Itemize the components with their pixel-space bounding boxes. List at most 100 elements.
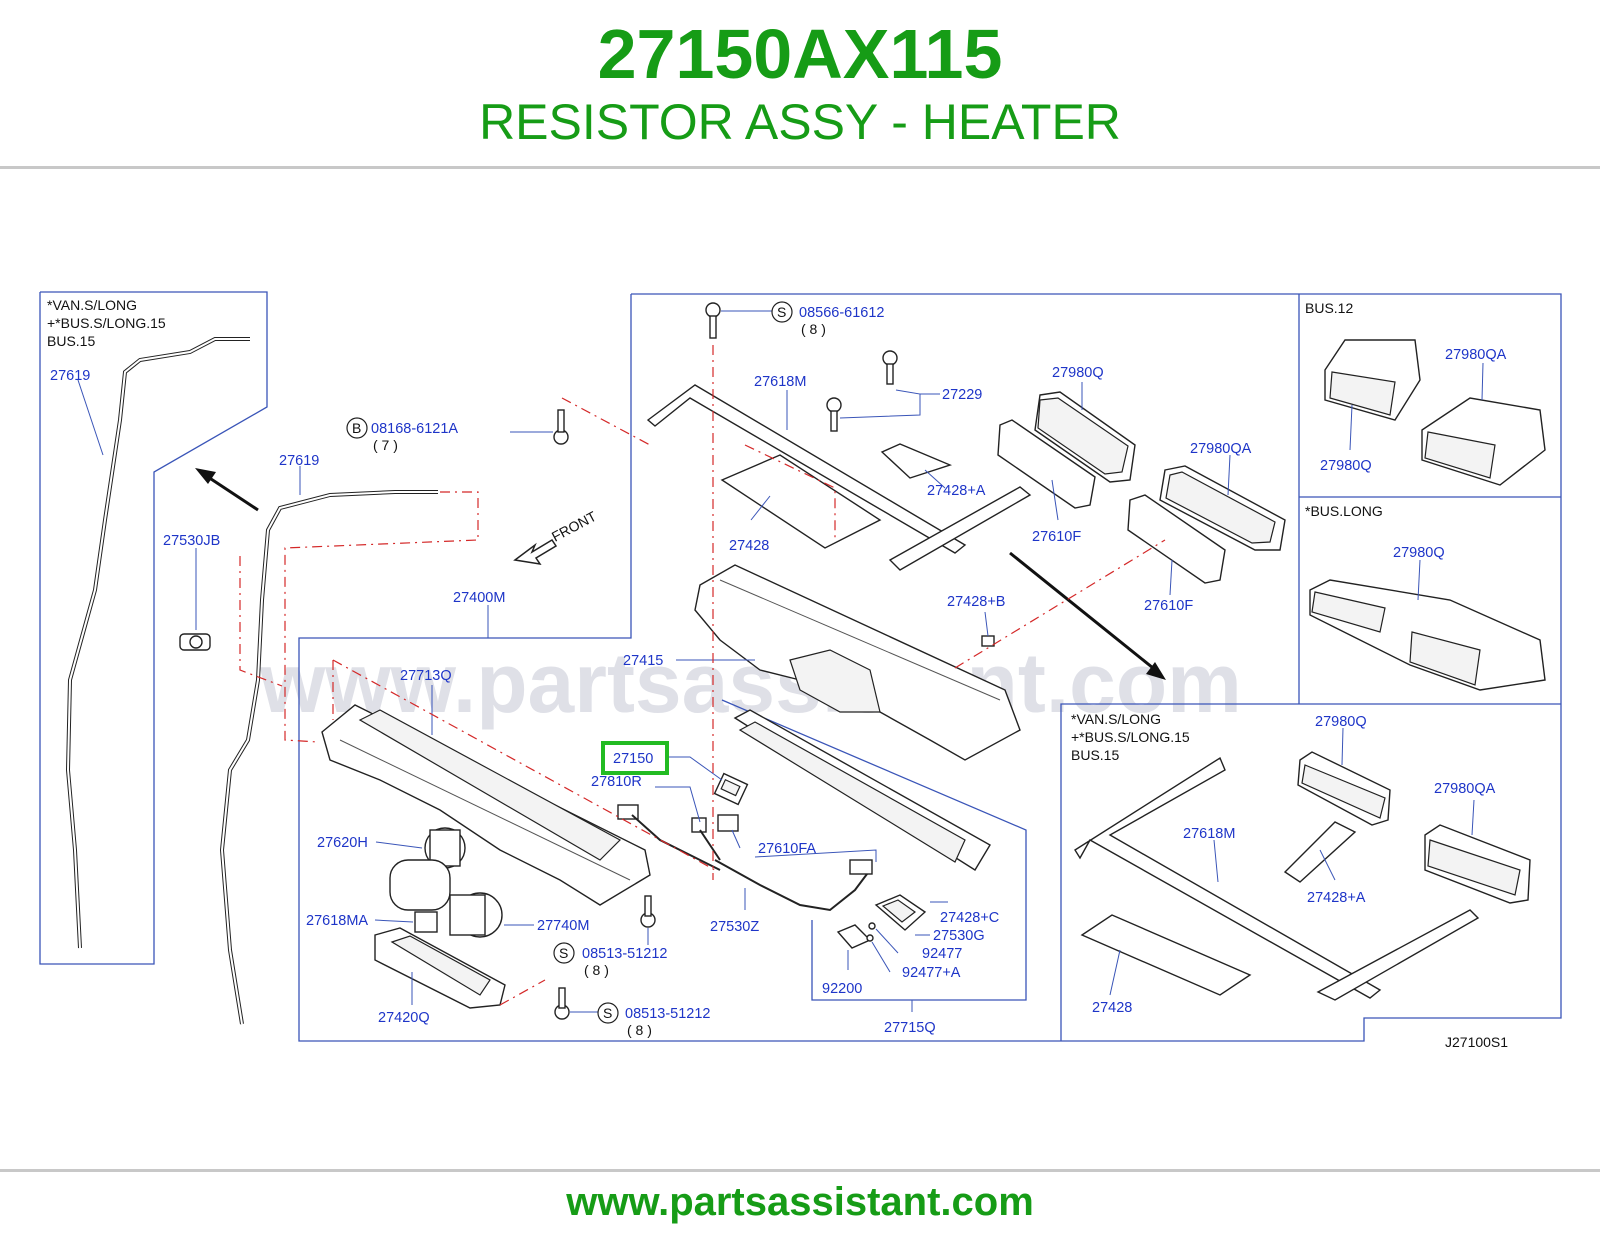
- duct-bus-long: [1309, 579, 1546, 691]
- label-27428c: 27428+C: [940, 910, 999, 926]
- label-27610fa: 27610FA: [758, 841, 816, 857]
- label-27618ma: 27618MA: [306, 913, 368, 929]
- hose-clip-27530jb: [179, 633, 211, 651]
- label-27713q: 27713Q: [400, 668, 452, 684]
- heater-case-upper-27415: [694, 564, 1021, 761]
- bracket-27428a: [880, 443, 953, 479]
- resistor-27150-icon: [713, 772, 749, 806]
- label-08513b: 08513-51212: [625, 1006, 710, 1022]
- label-08513a: 08513-51212: [582, 946, 667, 962]
- label-27610f-a: 27610F: [1032, 529, 1081, 545]
- duct-bus12-qa: [1421, 397, 1546, 486]
- o-ring-92477: [868, 922, 876, 930]
- label-27428b: 27428+B: [947, 594, 1005, 610]
- label-27810r: 27810R: [591, 774, 642, 790]
- label-27428a-b: 27428+A: [1307, 890, 1366, 906]
- leader-27428b: [984, 611, 989, 637]
- bracket-27428a-right: [1283, 821, 1357, 883]
- label-qty-7: ( 7 ): [373, 437, 398, 453]
- ref-line-e: [332, 659, 716, 871]
- label-27428: 27428: [729, 538, 769, 554]
- leader-92477a: [871, 941, 891, 973]
- ref-line-i: [499, 979, 546, 1006]
- label-27420q: 27420Q: [378, 1010, 430, 1026]
- label-qty-8a: ( 8 ): [801, 321, 826, 337]
- label-08566: 08566-61612: [799, 305, 884, 321]
- gasket-27610f-upper: [997, 419, 1096, 509]
- leader-27428a-b: [1319, 849, 1336, 881]
- label-92477a: 92477+A: [902, 965, 961, 981]
- label-92200: 92200: [822, 981, 862, 997]
- arrow-to-left-variant: [204, 473, 259, 512]
- label-qty-8b: ( 8 ): [584, 962, 609, 978]
- note-right-line3: BUS.15: [1071, 747, 1119, 763]
- leader-27619a: [77, 379, 104, 456]
- label-27530jb: 27530JB: [163, 533, 220, 549]
- bracket-lower: [888, 486, 1032, 571]
- note-left-line1: *VAN.S/LONG: [47, 297, 137, 313]
- note-bus12: BUS.12: [1305, 300, 1353, 316]
- label-27530z: 27530Z: [710, 919, 759, 935]
- leader-27980q-b: [1341, 727, 1344, 766]
- leader-27810r: [655, 786, 701, 823]
- label-27620h: 27620H: [317, 835, 368, 851]
- note-left-line2: +*BUS.S/LONG.15: [47, 315, 166, 331]
- label-27980qa-b: 27980QA: [1434, 781, 1496, 797]
- bracket-27428-right: [1080, 914, 1252, 996]
- ref-line-g: [744, 444, 836, 540]
- evaporator-box: [721, 699, 1027, 1001]
- bracket-lower-right: [1316, 909, 1480, 1001]
- leader-27980qa-a: [1227, 454, 1231, 496]
- duct-27980qa-upper: [1159, 465, 1286, 551]
- label-27980qa-c: 27980QA: [1445, 347, 1507, 363]
- label-27229: 27229: [942, 387, 982, 403]
- bracket-27618m-right: [1074, 756, 1382, 999]
- leader-27150: [669, 756, 723, 781]
- footer-divider: [0, 1169, 1600, 1172]
- label-27150[interactable]: 27150: [613, 751, 653, 767]
- symbol-b: B: [352, 420, 361, 436]
- svg-text:FRONT: FRONT: [549, 508, 599, 545]
- leader-27980q-d: [1417, 559, 1421, 601]
- label-27980q-b: 27980Q: [1315, 714, 1367, 730]
- label-27428a: 27428+A: [927, 483, 986, 499]
- note-left-line3: BUS.15: [47, 333, 95, 349]
- right-variant-box: [1060, 703, 1561, 1041]
- arrow-to-right-variant: [1009, 551, 1159, 674]
- label-27980qa-a: 27980QA: [1190, 441, 1252, 457]
- harness-27530z: [714, 859, 871, 912]
- leader-27428a: [924, 469, 946, 489]
- bracket-27428b: [981, 635, 995, 647]
- leader-27980qa-c: [1481, 362, 1484, 401]
- evaporator-core-27715q: [733, 709, 991, 871]
- symbol-s-c: S: [603, 1005, 612, 1021]
- heater-case-lower-27713q: [321, 704, 651, 906]
- label-27715q: 27715Q: [884, 1020, 936, 1036]
- label-27400m: 27400M: [453, 590, 505, 606]
- note-bus-long: *BUS.LONG: [1305, 503, 1383, 519]
- part-name-subtitle: RESISTOR ASSY - HEATER: [479, 94, 1121, 150]
- label-27610f-b: 27610F: [1144, 598, 1193, 614]
- note-right-line2: +*BUS.S/LONG.15: [1071, 729, 1190, 745]
- leader-27610fa: [731, 829, 741, 849]
- screw-27229b-icon: [826, 397, 842, 432]
- leader-27428-b: [1109, 949, 1121, 996]
- label-27618m-b: 27618M: [1183, 826, 1235, 842]
- duct-bus12-q: [1324, 339, 1421, 421]
- page-header: 27150AX115 RESISTOR ASSY - HEATER: [0, 0, 1600, 168]
- footer-url-link[interactable]: www.partsassistant.com: [566, 1180, 1034, 1224]
- leader-27618ma: [374, 919, 414, 923]
- highlight-27150[interactable]: [601, 741, 669, 775]
- label-27740m: 27740M: [537, 918, 589, 934]
- bracket-27618m: [646, 384, 967, 554]
- main-assembly-box: [298, 293, 1562, 1042]
- ref-line-b: [284, 491, 479, 743]
- screw-08513a-icon: [640, 895, 656, 928]
- leader-27980q-c: [1349, 404, 1353, 451]
- o-ring-92477a: [866, 934, 874, 942]
- blower-motor-27740m: [389, 859, 503, 938]
- symbol-s-a: S: [777, 304, 786, 320]
- screw-08513b-icon: [554, 987, 570, 1020]
- leader-27980qa-b: [1471, 799, 1475, 836]
- ref-line-a: [561, 397, 651, 446]
